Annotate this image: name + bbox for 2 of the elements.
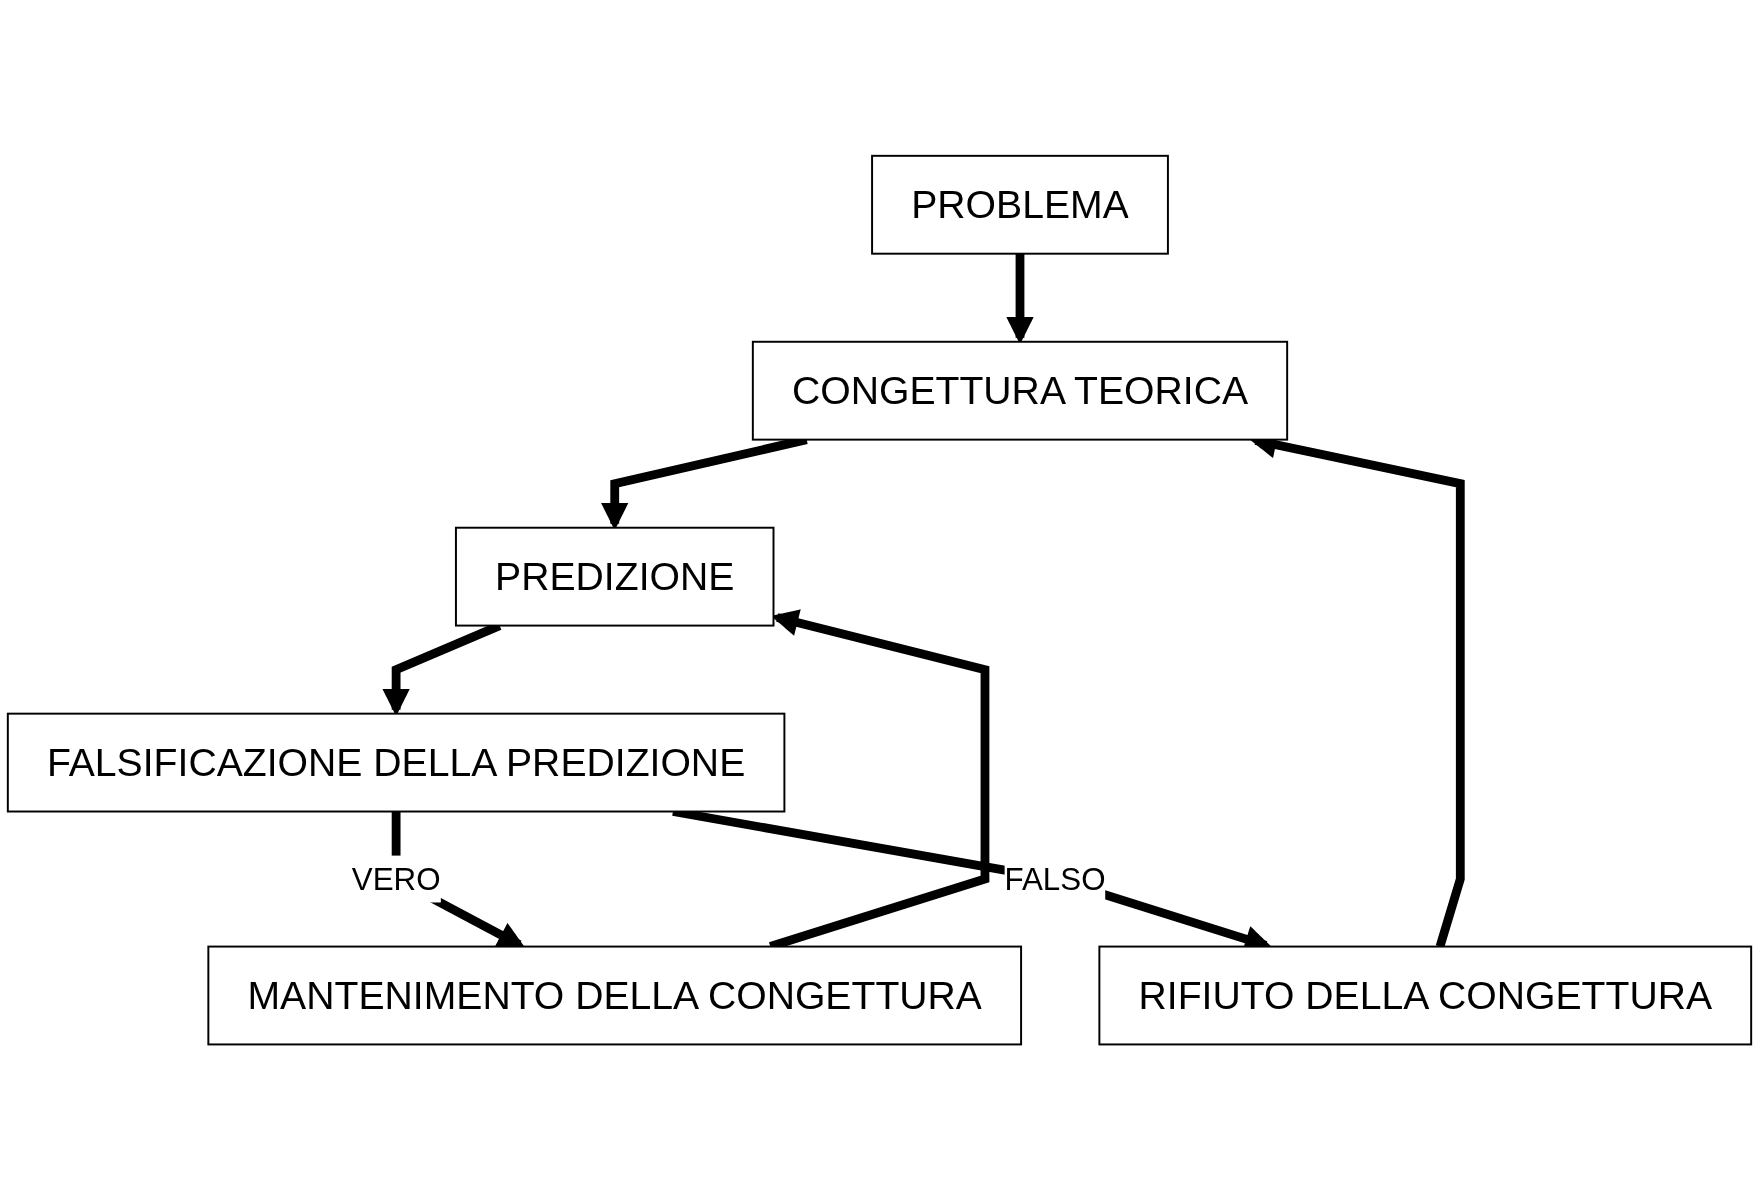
edge-label: FALSO (1004, 861, 1106, 897)
edge-label: VERO (351, 861, 441, 897)
